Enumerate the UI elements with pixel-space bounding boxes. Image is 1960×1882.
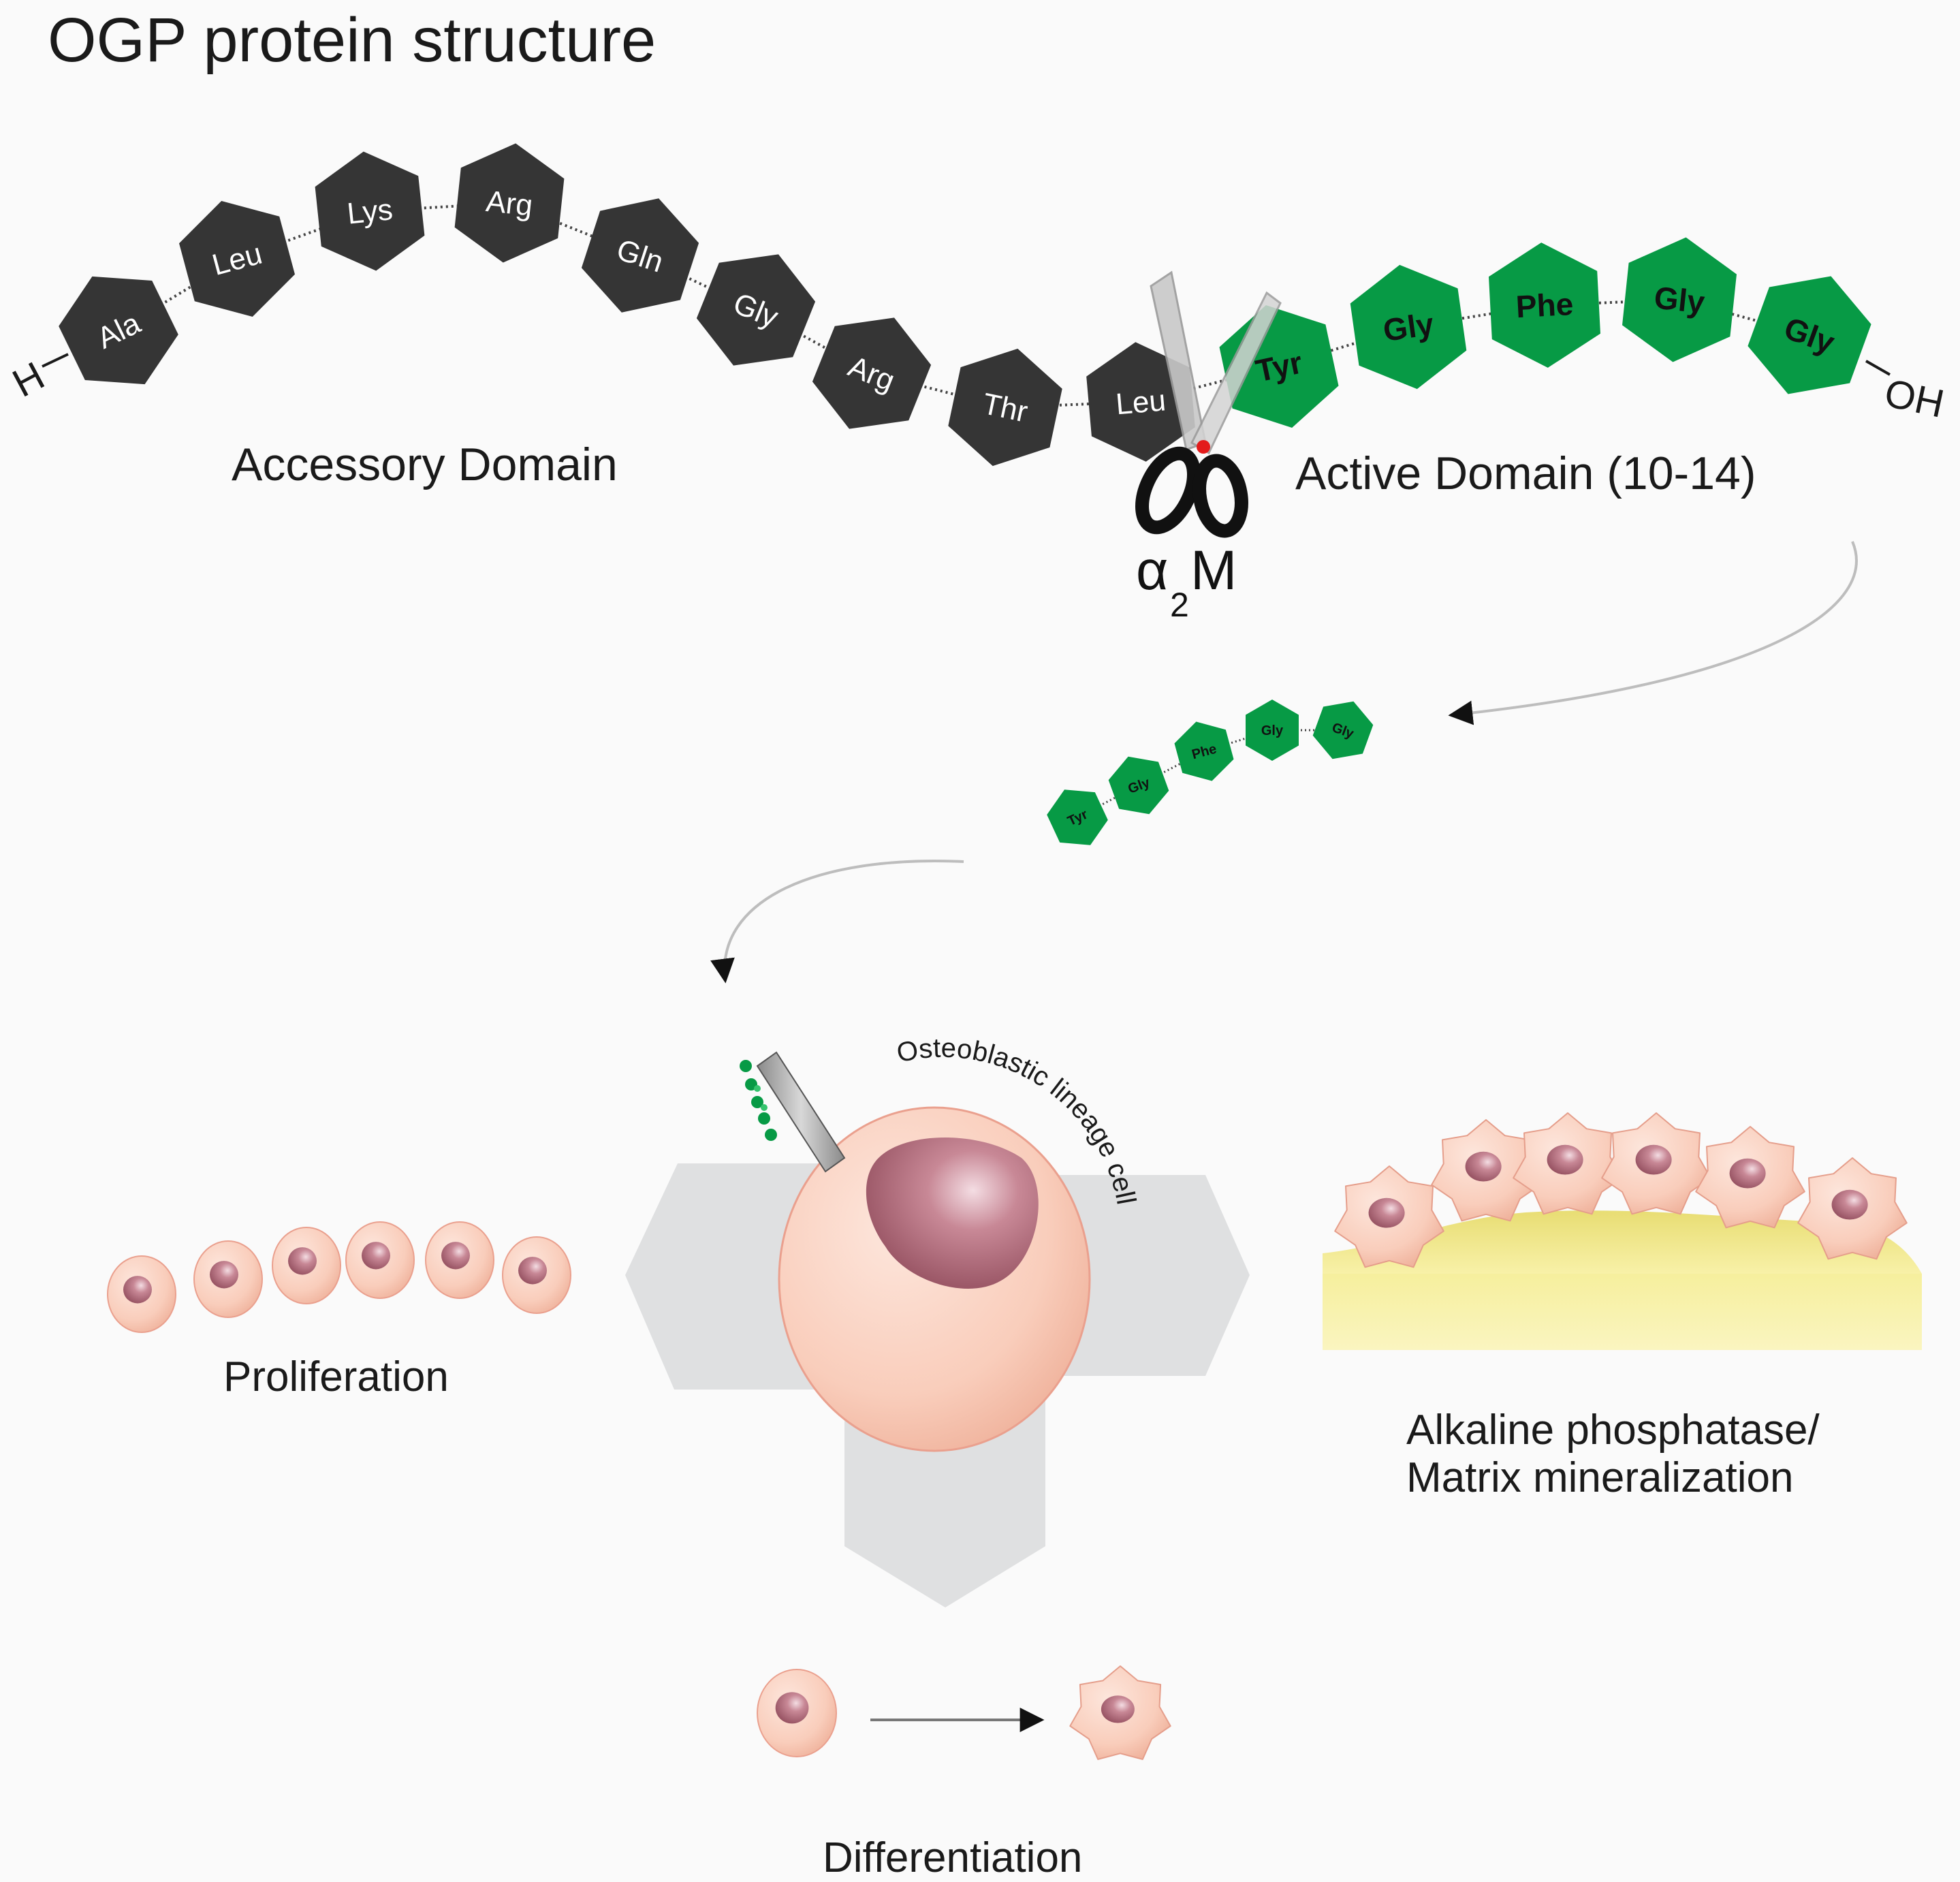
- accessory-residue: Ala: [59, 276, 178, 385]
- round-cell: [272, 1227, 341, 1304]
- accessory-residue: Arg: [454, 143, 565, 263]
- residue-hexagon: [696, 254, 816, 366]
- residue-label: Gly: [1652, 279, 1707, 320]
- proliferation-label: Proliferation: [223, 1353, 449, 1400]
- n-terminus-bond: [42, 353, 69, 368]
- released-residue: Tyr: [1047, 789, 1108, 845]
- alkaline-label-line2: Matrix mineralization: [1406, 1454, 1794, 1501]
- differentiation-sequence: [757, 1665, 1171, 1760]
- alpha-symbol: α: [1136, 539, 1168, 601]
- diagram-title: OGP protein structure: [48, 5, 656, 75]
- residue-label: Lys: [345, 193, 394, 231]
- accessory-residue: Leu: [179, 201, 295, 317]
- proliferation-cells: [107, 1221, 571, 1333]
- accessory-domain-label: Accessory Domain: [232, 439, 618, 490]
- residue-hexagon: [948, 348, 1062, 467]
- residue-hexagon: [1246, 700, 1299, 761]
- residue-hexagon: [1622, 237, 1737, 362]
- residue-hexagon: [1748, 276, 1871, 394]
- round-cell: [502, 1236, 571, 1314]
- bound-peptide-dots: [740, 1060, 777, 1141]
- osteoblast: [1695, 1126, 1805, 1229]
- residue-hexagon: [1086, 342, 1195, 462]
- c-terminus-label: OH: [1881, 371, 1948, 426]
- c-terminus-bond: [1865, 360, 1891, 376]
- osteoblastic-cell: [778, 1106, 1091, 1452]
- released-residue: Gly: [1246, 700, 1299, 761]
- active-residue: Gly: [1622, 237, 1737, 362]
- scissors-icon: [1135, 270, 1282, 538]
- residue-hexagon: [581, 198, 699, 313]
- osteoblast: [1797, 1157, 1908, 1260]
- release-arrow: [1448, 541, 1858, 725]
- released-residue: Gly: [1312, 701, 1374, 759]
- accessory-residue: Thr: [948, 348, 1062, 467]
- residue-hexagon: [1174, 721, 1234, 781]
- residue-hexagon: [454, 143, 565, 263]
- released-residue: Gly: [1108, 756, 1169, 815]
- residue-hexagon: [179, 201, 295, 317]
- residue-hexagon: [1489, 242, 1600, 368]
- residue-label: Gly: [1261, 723, 1284, 738]
- accessory-residue: Lys: [315, 151, 425, 271]
- active-domain-label: Active Domain (10-14): [1295, 448, 1756, 499]
- active-residue: Phe: [1489, 242, 1600, 368]
- osteoblast: [1069, 1665, 1171, 1760]
- residue-hexagon: [1047, 789, 1108, 845]
- accessory-residue: Gln: [581, 198, 699, 313]
- osteoblast: [1334, 1165, 1444, 1268]
- round-cell: [107, 1255, 176, 1333]
- residue-label: Leu: [1114, 383, 1167, 421]
- residue-hexagon: [812, 317, 932, 429]
- round-cell: [193, 1240, 263, 1318]
- accessory-residue: Arg: [812, 317, 932, 429]
- residue-hexagon: [315, 151, 425, 271]
- active-residue: Gly: [1748, 276, 1871, 394]
- alpha2-macroglobulin-label: α 2 M: [1136, 539, 1237, 624]
- round-cell: [757, 1669, 837, 1757]
- osteoblast: [1431, 1119, 1541, 1222]
- binding-arrow: [710, 860, 964, 984]
- residue-hexagon: [1312, 701, 1374, 759]
- receptor-rod: [756, 1051, 846, 1173]
- accessory-residue: Leu: [1086, 342, 1195, 462]
- m-letter: M: [1190, 539, 1237, 601]
- residue-label: Gly: [1381, 306, 1436, 348]
- accessory-residue: Gly: [696, 254, 816, 366]
- residue-label: Phe: [1515, 286, 1575, 324]
- active-residue: Gly: [1350, 264, 1467, 390]
- residue-hexagon: [59, 276, 178, 385]
- round-cell: [345, 1221, 415, 1299]
- alkaline-label-line1: Alkaline phosphatase/: [1406, 1407, 1820, 1454]
- n-terminus-label: H: [5, 354, 52, 406]
- round-cell: [425, 1221, 494, 1299]
- mineralized-matrix: [1323, 1210, 1922, 1350]
- released-residue: Phe: [1174, 721, 1234, 781]
- osteoblast: [1601, 1112, 1711, 1215]
- differentiation-label: Differentiation: [823, 1834, 1082, 1881]
- residue-hexagon: [1108, 756, 1169, 815]
- residue-hexagon: [1350, 264, 1467, 390]
- alpha-subscript: 2: [1170, 586, 1189, 624]
- osteoblast: [1513, 1112, 1623, 1215]
- osteoblast-layer: [1334, 1112, 1908, 1268]
- residue-label: Arg: [484, 185, 534, 223]
